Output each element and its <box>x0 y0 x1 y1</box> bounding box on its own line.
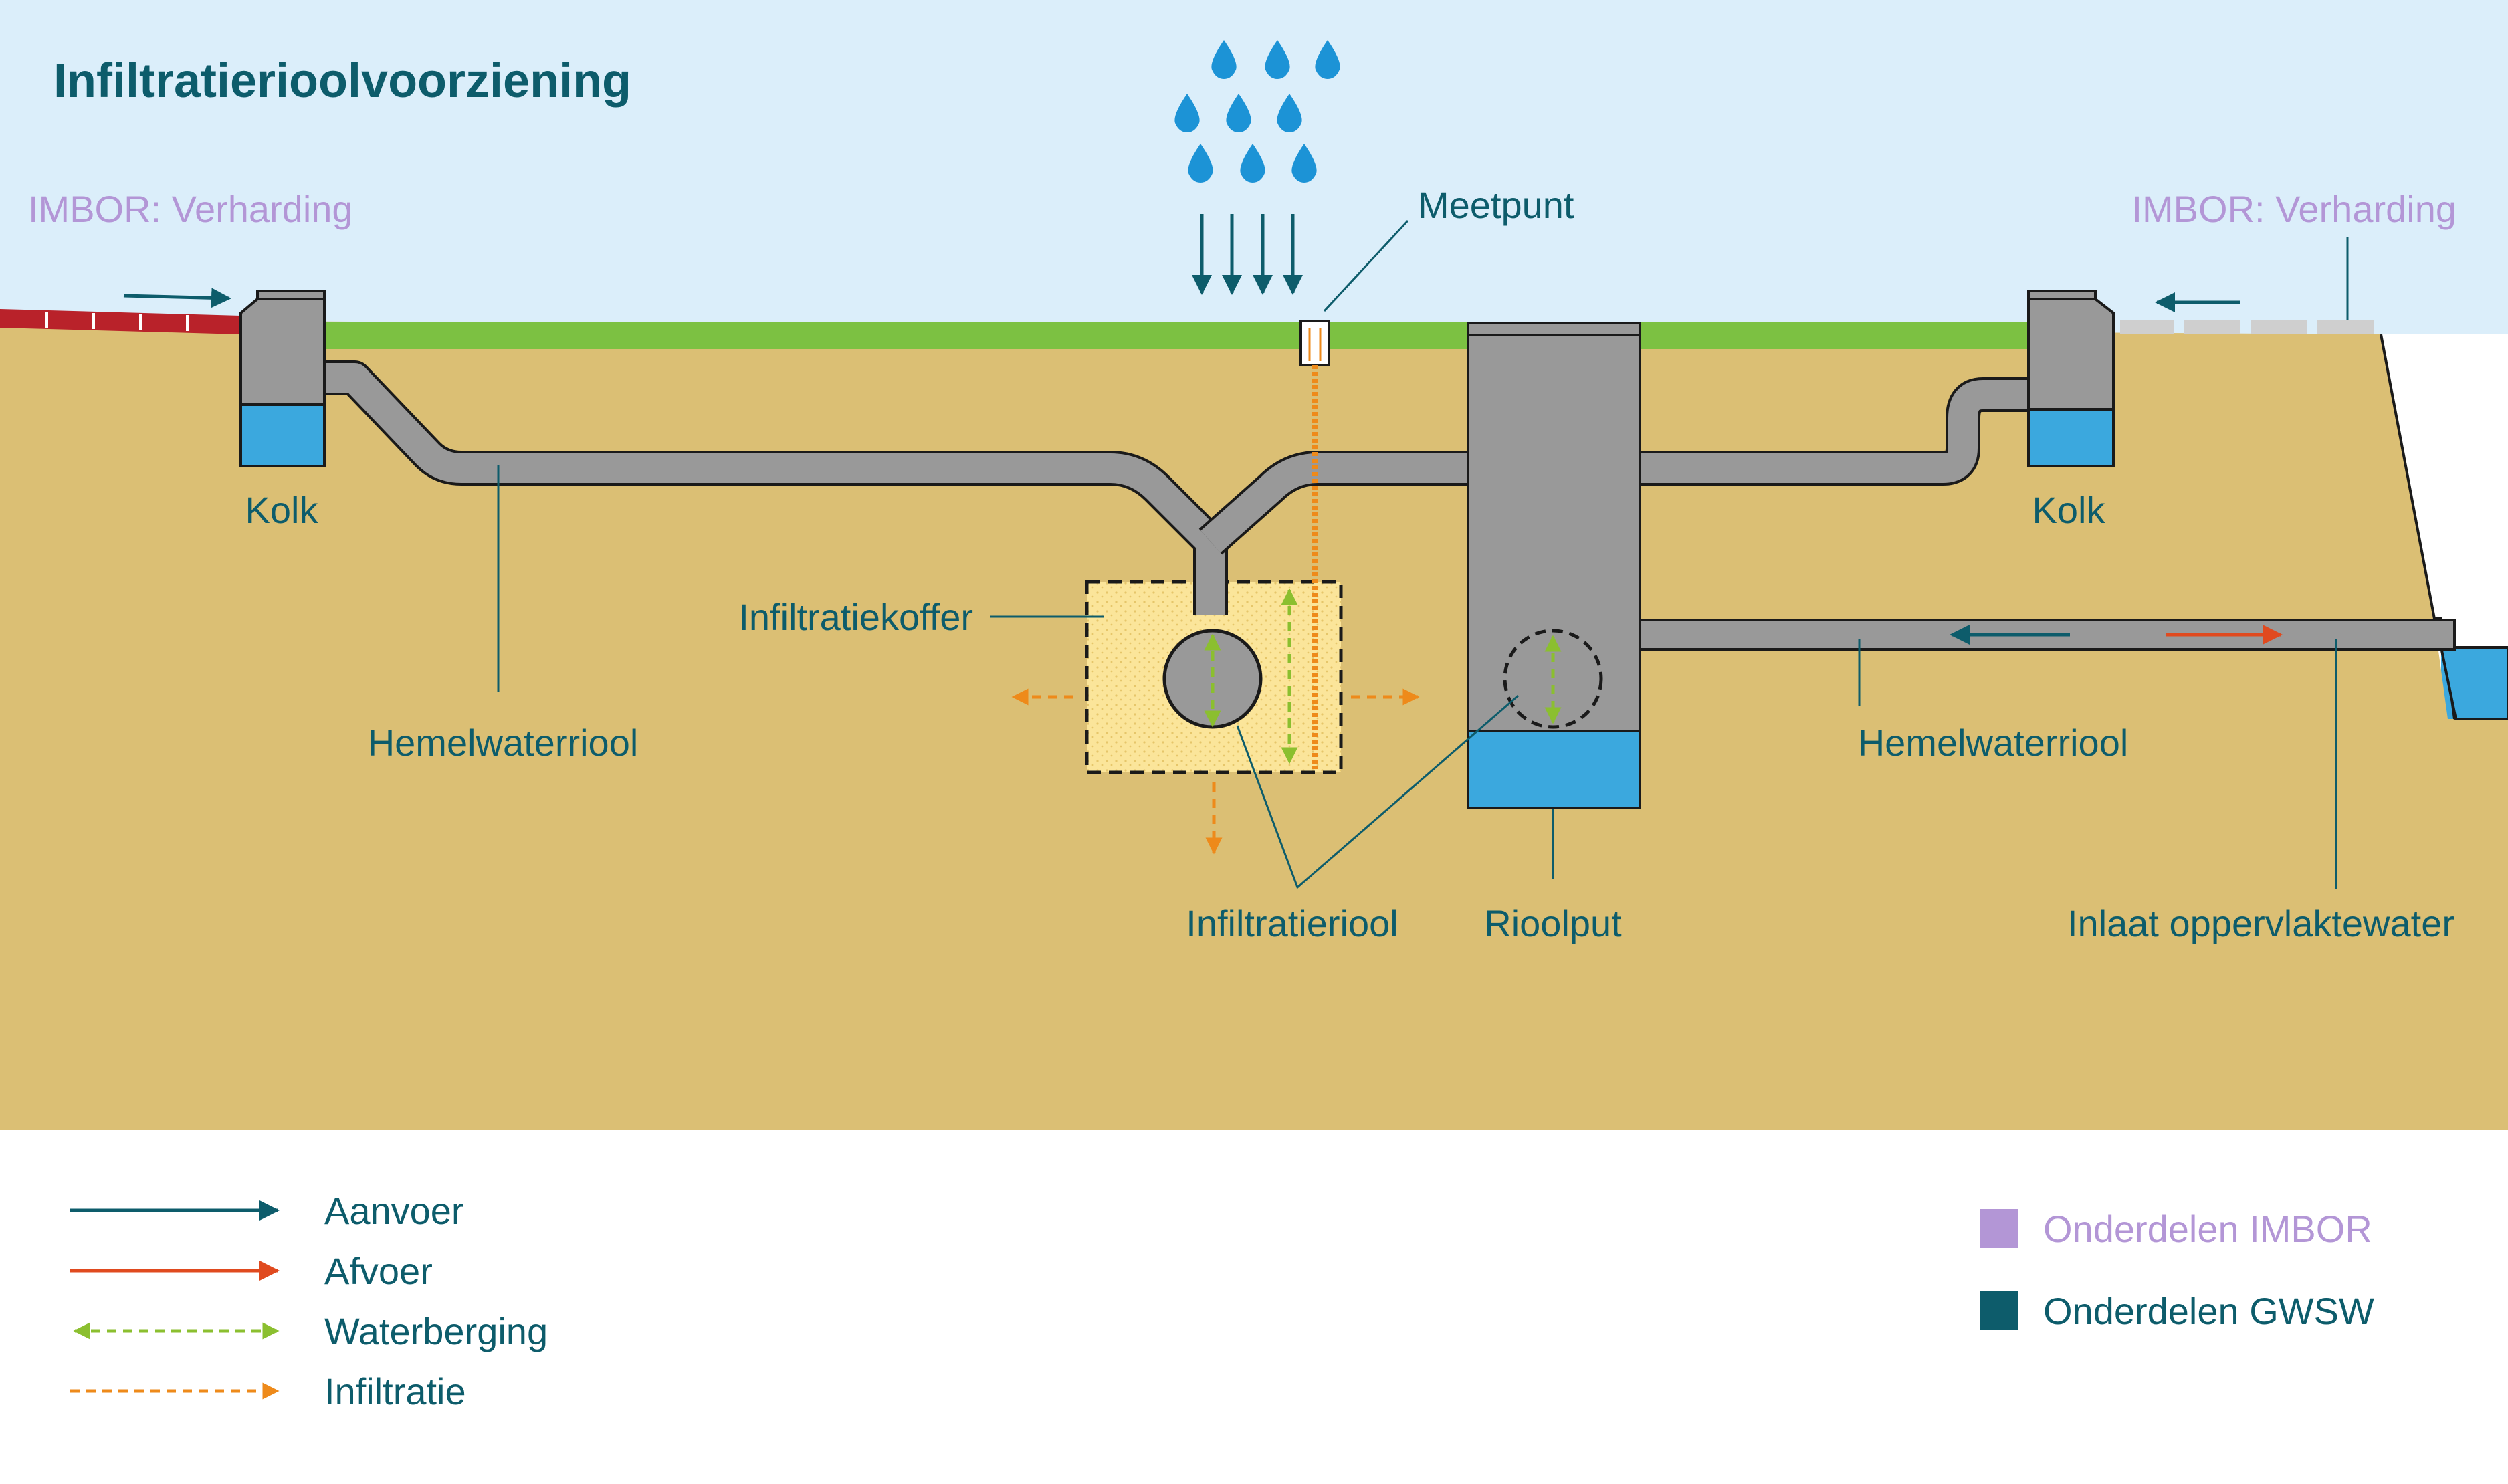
label-hemelwaterriool-right: Hemelwaterriool <box>1858 722 2129 764</box>
page-title: Infiltratierioolvoorziening <box>54 54 631 108</box>
label-kolk-right: Kolk <box>2032 489 2106 531</box>
ditch-water <box>2439 646 2508 720</box>
kolk-left <box>239 290 326 467</box>
aanvoer-arrow-left <box>123 288 231 308</box>
label-rioolput: Rioolput <box>1484 902 1622 944</box>
kolk-right <box>2027 290 2115 467</box>
rain-arrows <box>1192 214 1303 295</box>
leader-lines <box>497 219 2349 889</box>
grass-strip <box>321 322 2033 349</box>
brick-paving <box>0 309 241 334</box>
legend-infiltratie-label: Infiltratie <box>324 1370 466 1412</box>
legend-gwsw-label: Onderdelen GWSW <box>2043 1290 2374 1332</box>
legend: Aanvoer Afvoer Waterberging Infiltratie … <box>70 1190 2374 1412</box>
legend-gwsw-swatch <box>1980 1291 2018 1330</box>
label-imbor-verharding-right: IMBOR: Verharding <box>2131 188 2457 230</box>
label-infiltratiekoffer: Infiltratiekoffer <box>738 596 973 638</box>
label-kolk-left: Kolk <box>245 489 319 531</box>
waterberging-arrows <box>1204 588 1562 764</box>
meetpunt-tube <box>1299 320 1330 769</box>
legend-imbor-label: Onderdelen IMBOR <box>2043 1208 2372 1250</box>
infiltratieriool-pipe <box>1162 629 1263 729</box>
rain-drops-icon <box>1174 40 1340 183</box>
label-hemelwaterriool-left: Hemelwaterriool <box>368 722 639 764</box>
label-imbor-verharding-left: IMBOR: Verharding <box>28 188 353 230</box>
grey-paving <box>2120 320 2374 334</box>
legend-waterberging-label: Waterberging <box>324 1310 548 1352</box>
label-inlaat-oppervlaktewater: Inlaat oppervlaktewater <box>2067 902 2454 944</box>
label-infiltratieriool: Infiltratieriool <box>1186 902 1398 944</box>
legend-afvoer-label: Afvoer <box>324 1250 433 1292</box>
legend-imbor-swatch <box>1980 1209 2018 1248</box>
legend-aanvoer-label: Aanvoer <box>324 1190 464 1232</box>
pipe-network <box>294 360 2456 651</box>
label-meetpunt: Meetpunt <box>1418 184 1574 226</box>
infiltratie-arrows <box>1011 688 1420 855</box>
rioolput-shaft <box>1467 322 1641 809</box>
